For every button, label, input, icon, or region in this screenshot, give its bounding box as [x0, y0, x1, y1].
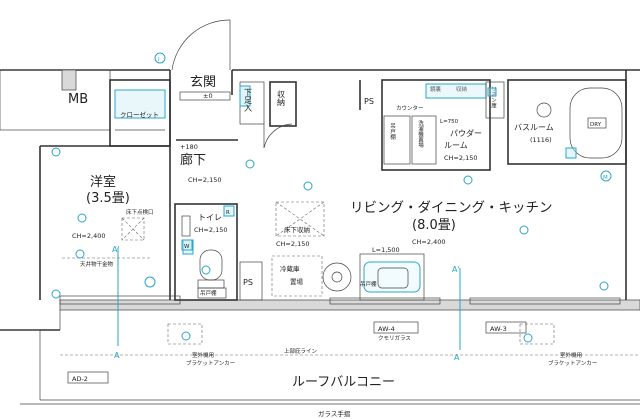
ldk-size: (8.0畳): [412, 218, 456, 233]
closet-label: クローゼット: [120, 110, 159, 119]
underfloor-storage: 床下収納 CH=2,150: [275, 201, 325, 248]
underfloor-storage-label: 床下収納: [284, 225, 310, 234]
ps-top-label: PS: [364, 97, 374, 106]
ldk-ch2: CH=2,150: [276, 240, 309, 248]
hanging-shelf-label: 吊戸棚: [389, 123, 396, 141]
powder-room-ch: CH=2,150: [444, 154, 477, 162]
section-a-left: A: [114, 351, 120, 360]
ldk-ch: CH=2,400: [412, 238, 445, 246]
kitchen: L=1,500 吊戸棚: [359, 246, 425, 301]
symbol-m: M: [603, 175, 608, 181]
l750-label: L=750: [440, 119, 459, 125]
section-a-right: A: [454, 353, 460, 362]
toilet-room: トイレ CH=2,150 吊戸棚: [174, 203, 238, 301]
section-a-prime-left: A': [112, 245, 120, 254]
ps-bottom: PS: [239, 261, 263, 301]
shoe-box-label: 下足入: [244, 88, 253, 112]
section-markers: A' A A' A I M R W: [112, 52, 612, 362]
western-room-label: 洋室: [90, 174, 116, 190]
mb-area: MB: [0, 69, 111, 131]
mb-label: MB: [68, 92, 88, 107]
windows: AW-4 クモリガラス AW-3 AD-2: [59, 295, 621, 384]
ac-left-label: 室外機用: [192, 351, 214, 359]
ac-left-label-2: ブラケットアンカー: [186, 359, 235, 367]
frosted-glass-label: クモリガラス: [378, 334, 411, 342]
linen-label: リネン庫: [490, 86, 497, 109]
mirror-label: 鏡裏: [430, 85, 442, 93]
ldk-label: リビング・ダイニング・キッチン: [350, 200, 553, 216]
toilet-label: トイレ: [198, 213, 222, 222]
storage2-label: 収納: [456, 85, 468, 93]
toilet-ch: CH=2,150: [194, 226, 227, 234]
symbol-w: W: [184, 244, 190, 250]
aw4-tag: AW-4: [378, 325, 395, 333]
ad2-tag: AD-2: [72, 375, 88, 383]
counter-label: カウンター: [396, 104, 424, 112]
balcony: 室外機用 ブラケットアンカー 室外機用 ブラケットアンカー 上部庇ライン ルーフ…: [20, 323, 640, 418]
eave-line-label: 上部庇ライン: [284, 347, 318, 355]
glass-rail-label: ガラス手摺: [318, 409, 351, 418]
western-room: 洋室 (3.5畳) CH=2,400 床下点検口 天井物干金物: [39, 145, 171, 300]
western-room-size: (3.5畳): [86, 191, 130, 206]
fridge-area: 冷蔵庫 置場: [271, 255, 352, 297]
symbol-i-top: I: [158, 57, 160, 63]
ps-bottom-label: PS: [243, 278, 253, 287]
ceiling-hatch-label: 床下点検口: [126, 208, 154, 216]
hanging-shelf-2-label: 吊戸棚: [360, 280, 377, 288]
storage-label: 収納: [277, 89, 286, 107]
aw3-tag: AW-3: [490, 325, 507, 333]
entrance-level: ±0: [203, 92, 213, 100]
ceiling-hanger-label: 天井物干金物: [80, 260, 114, 268]
ac-right-label: 室外機用: [560, 351, 582, 359]
section-a-prime-right: A': [452, 265, 460, 274]
fridge-label: 冷蔵庫: [280, 264, 300, 273]
hallway-level: +180: [180, 143, 198, 151]
outlets: [51, 147, 609, 343]
entrance-label: 玄関: [190, 75, 216, 90]
washer-label: 洗濯機置場: [417, 119, 424, 149]
fridge-label-2: 置場: [290, 277, 304, 286]
l1500-label: L=1,500: [372, 246, 400, 254]
ac-right-label-2: ブラケットアンカー: [548, 359, 597, 367]
ldk-room: リビング・ダイニング・キッチン (8.0畳) CH=2,400: [350, 200, 553, 246]
western-room-ch: CH=2,400: [72, 232, 105, 240]
shoe-storage: 下足入 収納: [239, 81, 297, 149]
bathroom-label: バスルーム: [514, 123, 554, 132]
bath-size: (1116): [530, 136, 552, 144]
roof-balcony-label: ルーフバルコニー: [292, 375, 395, 390]
powder-room-label-2: ルーム: [444, 141, 468, 150]
toilet-shelf-label: 吊戸棚: [200, 289, 217, 297]
entrance-area: 玄関 ±0 +180 廊下 CH=2,150: [169, 19, 238, 184]
closet: クローゼット: [109, 79, 171, 147]
wet-area: PS 鏡裏 収納 カウンター L=750 吊戸棚 洗濯機置場 パウダー ルーム …: [359, 79, 627, 171]
hallway-ch: CH=2,150: [188, 176, 221, 184]
bath-sign: DRY: [590, 122, 602, 128]
powder-room-label: パウダー: [450, 128, 482, 138]
hallway-label: 廊下: [180, 152, 206, 168]
symbol-r: R: [226, 210, 230, 216]
